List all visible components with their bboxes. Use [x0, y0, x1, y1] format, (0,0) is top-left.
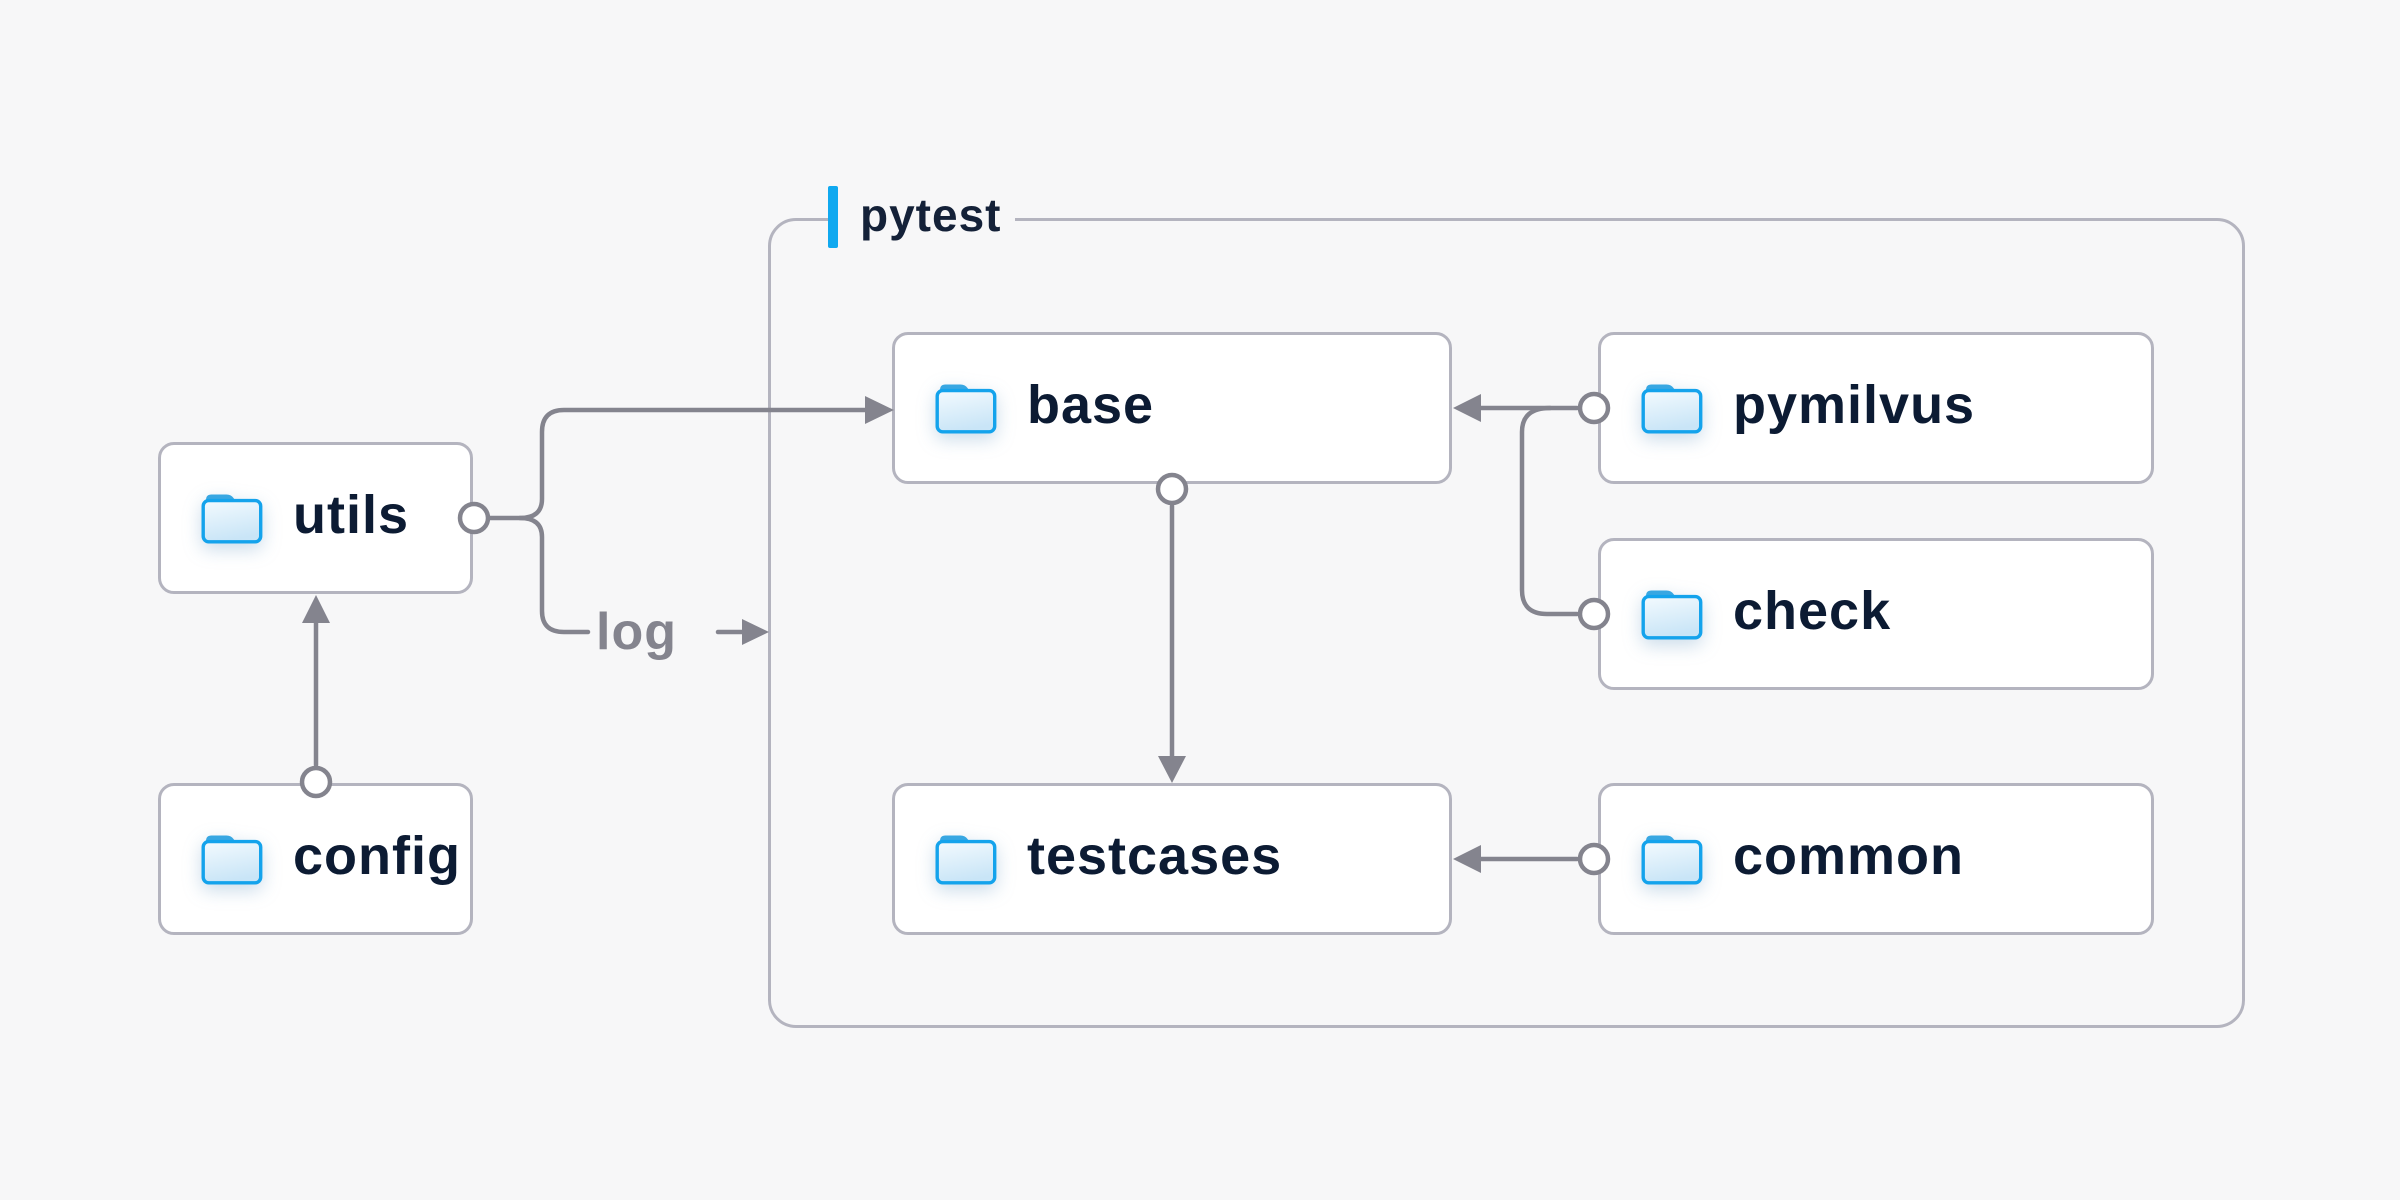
- node-label: testcases: [1027, 826, 1283, 886]
- node-label: utils: [293, 485, 410, 545]
- node-check: check: [1598, 538, 2154, 690]
- folder-icon: [201, 492, 263, 544]
- pytest-group-label: pytest: [828, 184, 1016, 250]
- folder-icon: [935, 382, 997, 434]
- node-pymilvus: pymilvus: [1598, 332, 2154, 484]
- edge-label-log: log: [596, 603, 677, 661]
- node-label: check: [1733, 581, 1892, 641]
- folder-icon: [1641, 588, 1703, 640]
- node-common: common: [1598, 783, 2154, 935]
- node-label: base: [1027, 375, 1155, 435]
- node-base: base: [892, 332, 1452, 484]
- edge-config-utils: [299, 595, 333, 799]
- node-config: config: [158, 783, 473, 935]
- pytest-group-box: [768, 218, 2245, 1028]
- node-testcases: testcases: [892, 783, 1452, 935]
- folder-icon: [1641, 382, 1703, 434]
- folder-icon: [201, 833, 263, 885]
- accent-bar: [828, 186, 838, 248]
- node-label: pymilvus: [1733, 375, 1976, 435]
- node-label: config: [293, 826, 461, 886]
- folder-icon: [935, 833, 997, 885]
- node-utils: utils: [158, 442, 473, 594]
- node-label: common: [1733, 826, 1965, 886]
- pytest-group-title: pytest: [860, 189, 1002, 241]
- folder-icon: [1641, 833, 1703, 885]
